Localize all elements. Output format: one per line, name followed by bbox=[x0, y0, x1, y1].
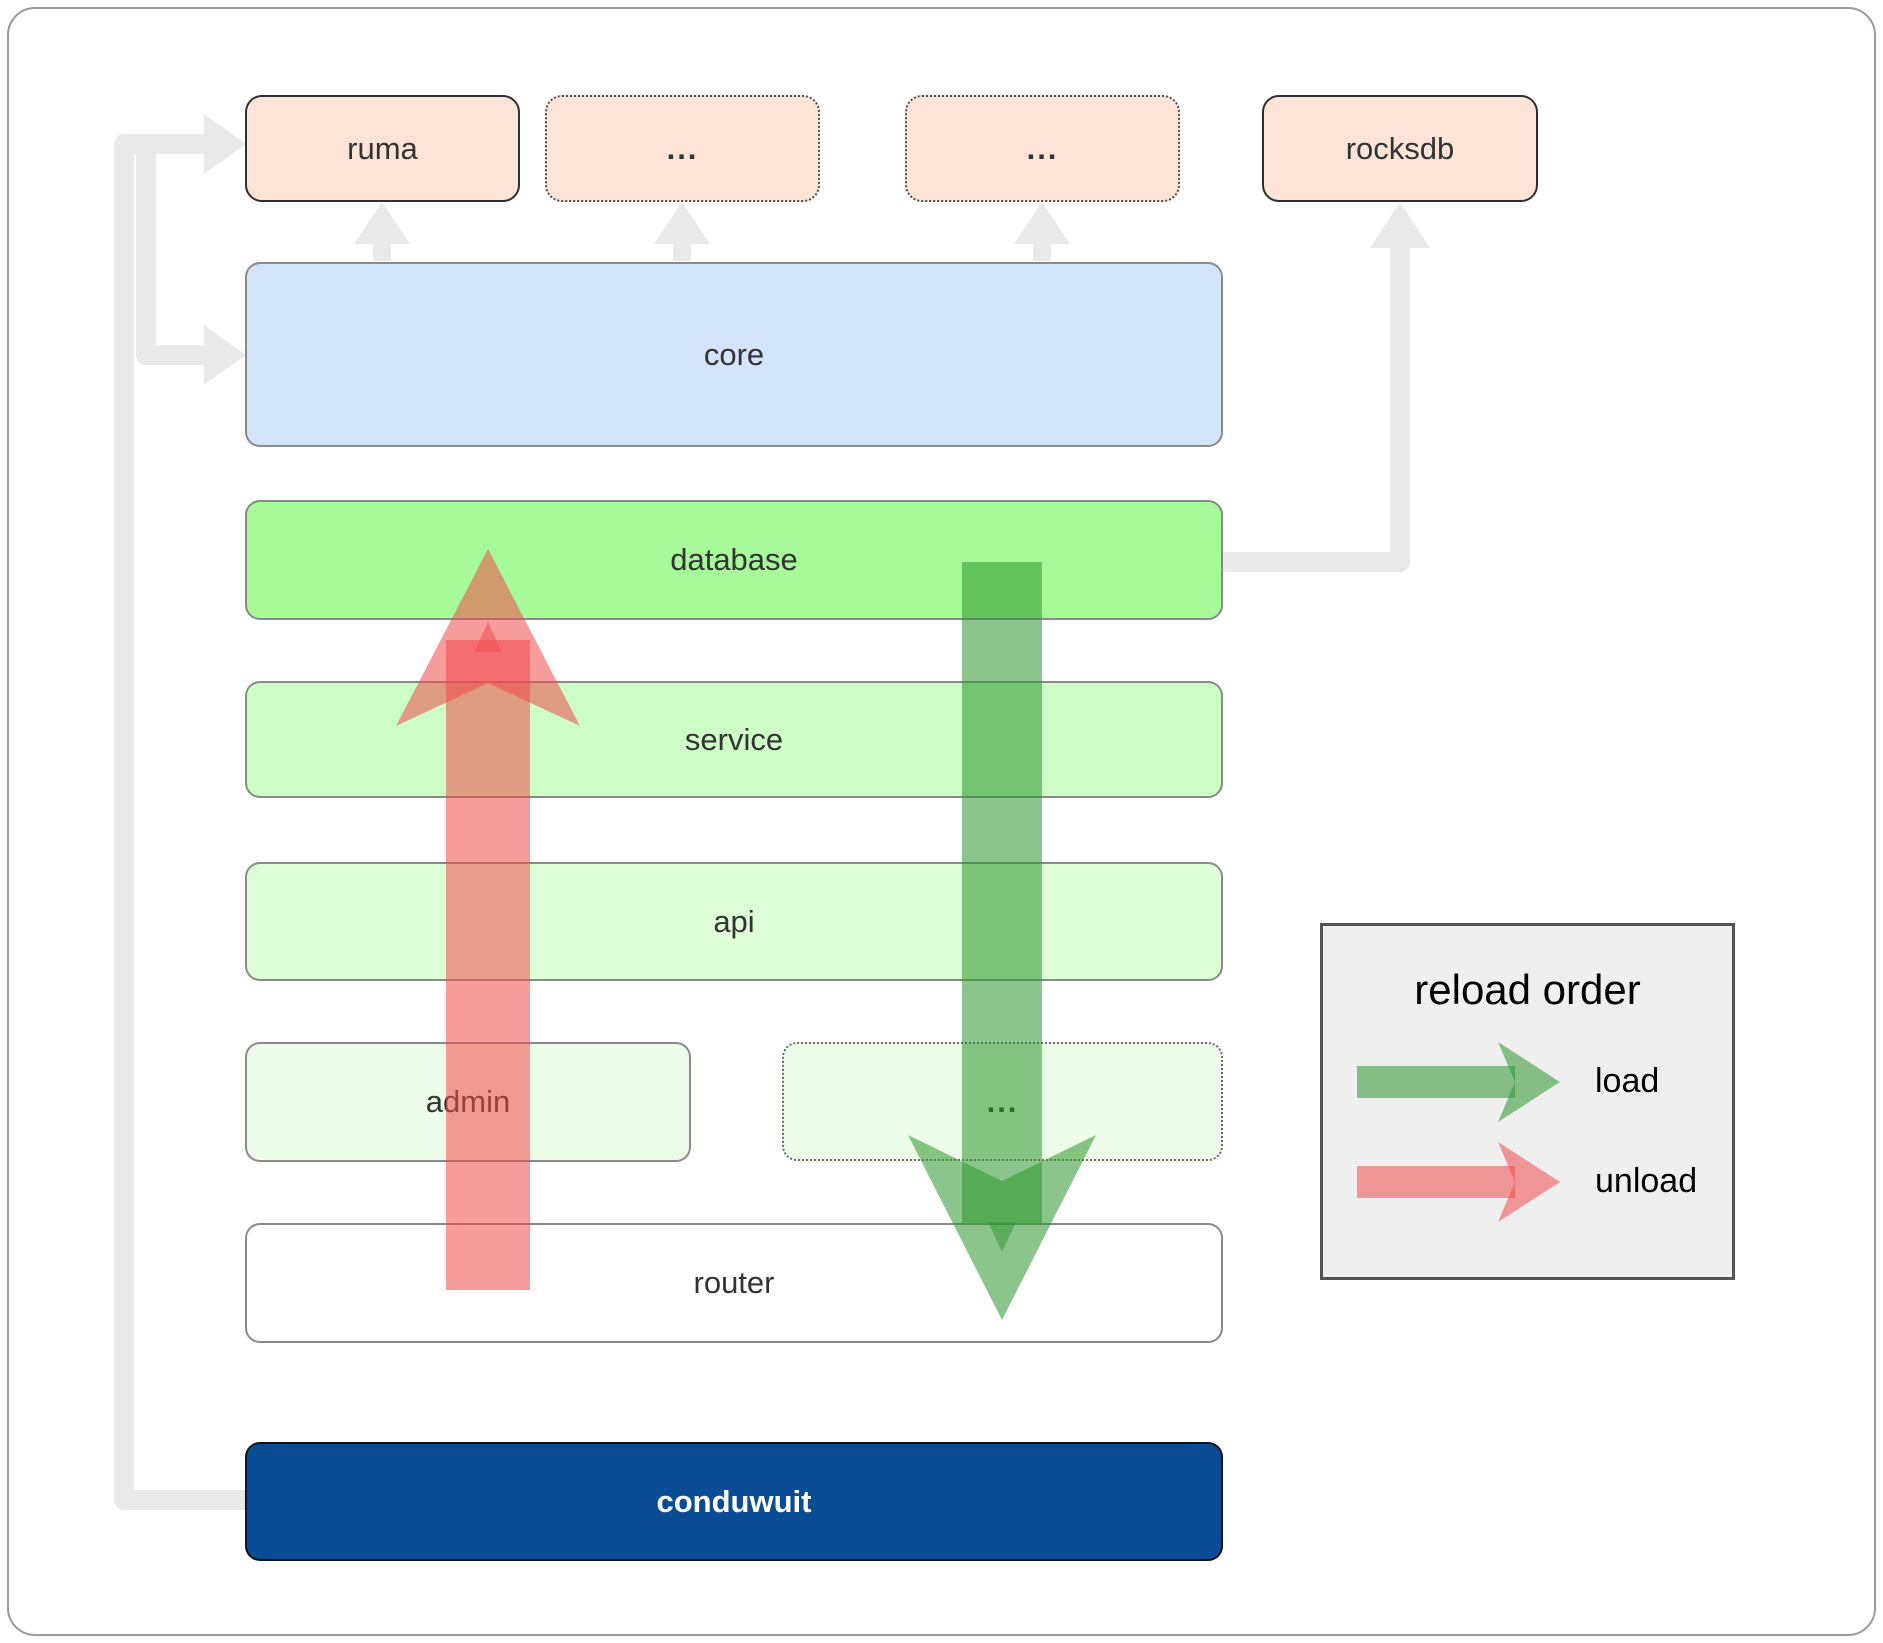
arrowhead-core-ellipsis2 bbox=[1014, 202, 1070, 244]
legend-load-label: load bbox=[1595, 1062, 1660, 1100]
load-arrow-head-icon bbox=[908, 1135, 1096, 1320]
node-conduwuit-label: conduwuit bbox=[656, 1483, 812, 1519]
legend-title: reload order bbox=[1414, 966, 1641, 1013]
legend-unload-arrow-shaft bbox=[1357, 1166, 1515, 1198]
node-rocksdb-label: rocksdb bbox=[1345, 130, 1455, 166]
arrowhead-into-core bbox=[204, 325, 246, 385]
node-ellipsis-2: ... bbox=[905, 95, 1180, 202]
legend-unload-label: unload bbox=[1595, 1162, 1698, 1200]
legend-load-arrow-icon bbox=[1498, 1042, 1560, 1122]
figure-border bbox=[7, 7, 1876, 1636]
legend-unload-arrow-icon bbox=[1498, 1142, 1560, 1222]
node-api-label: api bbox=[713, 903, 755, 939]
arrowhead-core-ruma bbox=[354, 202, 410, 244]
node-api: api bbox=[245, 862, 1223, 981]
node-database-label: database bbox=[670, 542, 798, 577]
legend-load-arrow-shaft bbox=[1357, 1066, 1515, 1098]
arrowhead-into-ruma bbox=[204, 114, 246, 174]
edge-database-rocksdb bbox=[1223, 244, 1410, 572]
node-service: service bbox=[245, 681, 1223, 798]
load-arrow-shaft bbox=[962, 562, 1042, 1223]
node-ellipsis-1: ... bbox=[545, 95, 820, 202]
unload-arrow-shaft bbox=[446, 640, 530, 1290]
node-service-label: service bbox=[684, 721, 784, 757]
node-rocksdb: rocksdb bbox=[1262, 95, 1538, 202]
node-database: database bbox=[245, 500, 1223, 620]
node-router-label: router bbox=[693, 1265, 775, 1300]
node-router: router bbox=[245, 1223, 1223, 1343]
arrowhead-core-ellipsis1 bbox=[654, 202, 710, 244]
node-ruma-label: ruma bbox=[347, 130, 418, 166]
unload-arrow-head-icon bbox=[396, 549, 580, 726]
edge-conduwuit-core bbox=[136, 150, 206, 365]
node-conduwuit: conduwuit bbox=[245, 1442, 1223, 1561]
node-core: core bbox=[245, 262, 1223, 447]
node-core-label: core bbox=[703, 336, 765, 372]
edge-conduwuit-ruma bbox=[114, 134, 245, 1510]
node-ellipsis-2-label: ... bbox=[1026, 130, 1059, 166]
node-ellipsis-1-label: ... bbox=[666, 130, 699, 166]
arrowhead-into-rocksdb bbox=[1370, 202, 1430, 248]
node-ruma: ruma bbox=[245, 95, 520, 202]
